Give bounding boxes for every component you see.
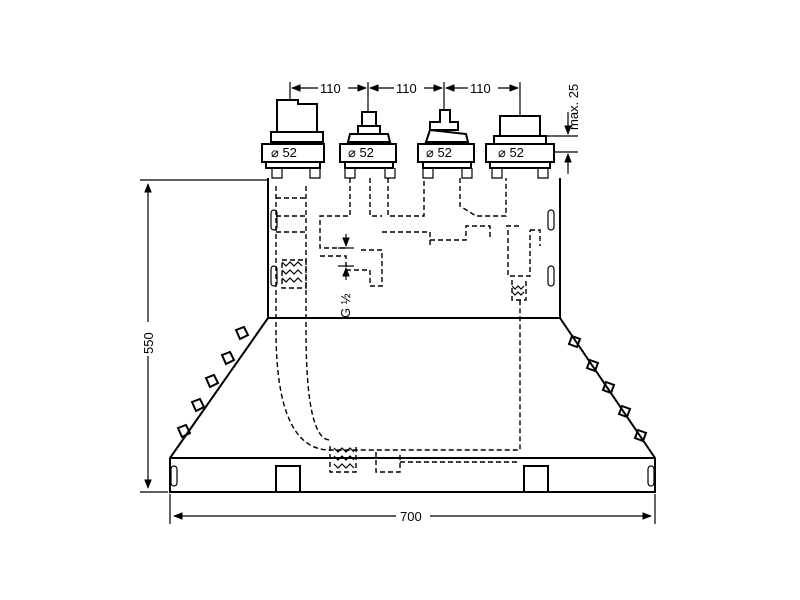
- thread-label: G ½: [338, 293, 353, 318]
- thread-marker: [338, 234, 354, 280]
- total-width-label: 700: [400, 509, 422, 524]
- valve-1-diameter: ⌀ 52: [271, 145, 297, 160]
- valve-2-diameter: ⌀ 52: [348, 145, 374, 160]
- valve-1: [261, 99, 325, 179]
- spacing-dim-2: 110: [396, 81, 417, 96]
- height-dim-bg: [138, 322, 158, 356]
- spacing-dim-3: 110: [470, 81, 491, 96]
- height-dimension: [140, 179, 268, 493]
- mixer-body: [169, 178, 656, 493]
- spacing-dim-1: 110: [320, 81, 341, 96]
- internal-piping: [275, 178, 541, 473]
- valve-3-diameter: ⌀ 52: [426, 145, 452, 160]
- max-height-label: max. 25: [566, 84, 581, 130]
- total-height-label: 550: [141, 332, 156, 354]
- valve-4: [485, 115, 555, 179]
- dim-bg-3: [468, 80, 498, 96]
- valve-3: [417, 109, 475, 179]
- width-dim-bg: [396, 508, 430, 524]
- valve-4-diameter: ⌀ 52: [498, 145, 524, 160]
- dim-bg-2: [394, 80, 424, 96]
- max-height-dimension: [546, 112, 578, 174]
- dim-bg-1: [318, 80, 348, 96]
